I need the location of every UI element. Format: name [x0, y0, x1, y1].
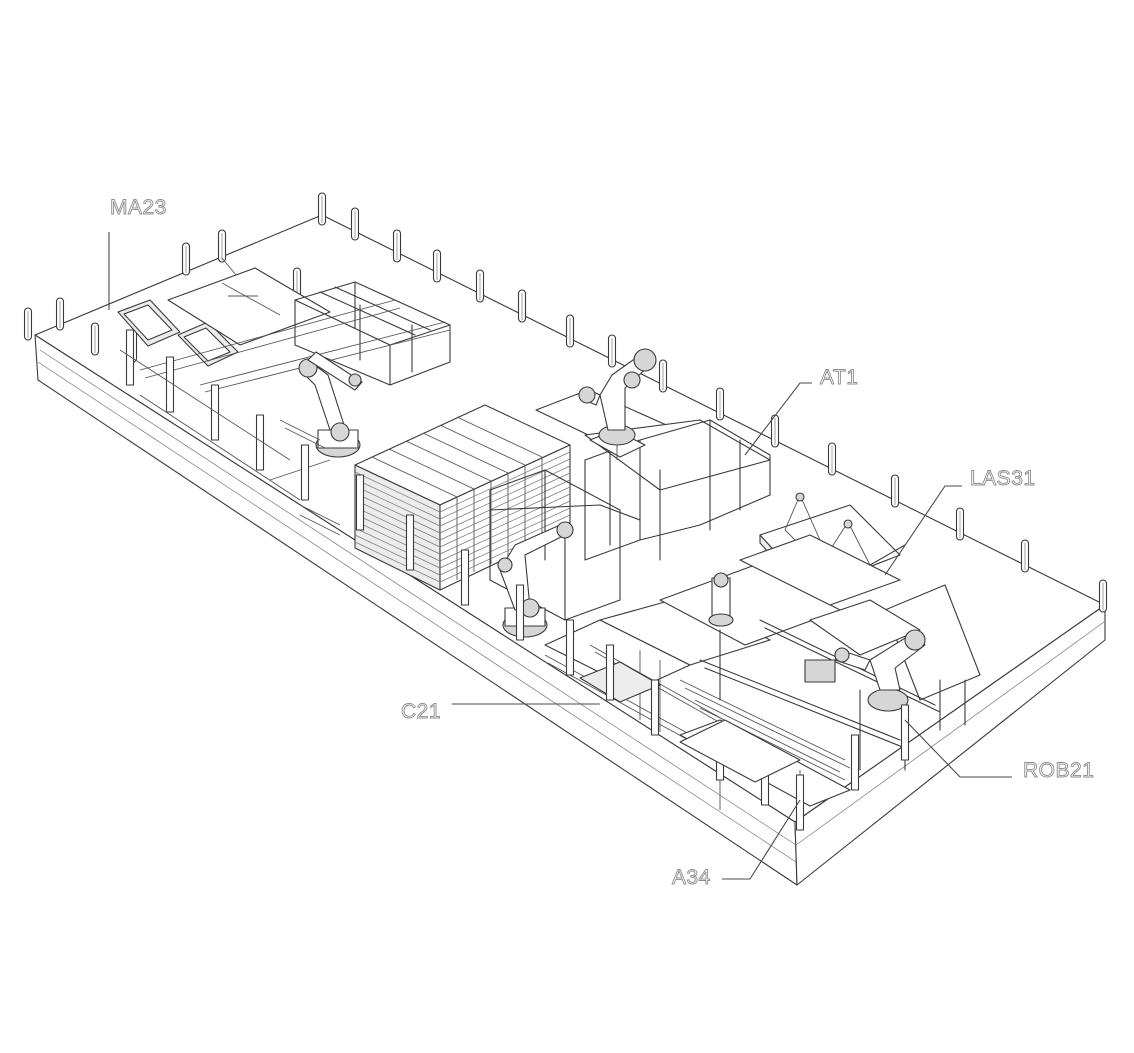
- rob21-cell: [659, 534, 981, 771]
- callout-label-rob21: ROB21: [1023, 759, 1095, 782]
- leader-a34: [722, 799, 801, 880]
- leader-las31: [884, 485, 962, 576]
- callout-label-las31: LAS31: [970, 467, 1036, 490]
- robot-arm: [708, 572, 734, 627]
- leader-rob21: [904, 719, 1012, 778]
- front-frame: [119, 329, 910, 831]
- robot-arm: [578, 348, 657, 460]
- callout-label-ma23: MA23: [110, 196, 167, 219]
- ma23-cell: [117, 257, 451, 536]
- callout-label-at1: AT1: [820, 366, 859, 389]
- robot-arm: [804, 629, 926, 712]
- leader-at1: [744, 382, 812, 456]
- perimeter-posts: [23, 192, 1108, 613]
- callout-label-c21: C21: [401, 700, 442, 723]
- at1-cell: [535, 348, 771, 561]
- robot-arm: [298, 351, 363, 458]
- storage-rack: [354, 404, 571, 591]
- callout-leaders: [108, 232, 1012, 880]
- callout-label-a34: A34: [672, 866, 711, 889]
